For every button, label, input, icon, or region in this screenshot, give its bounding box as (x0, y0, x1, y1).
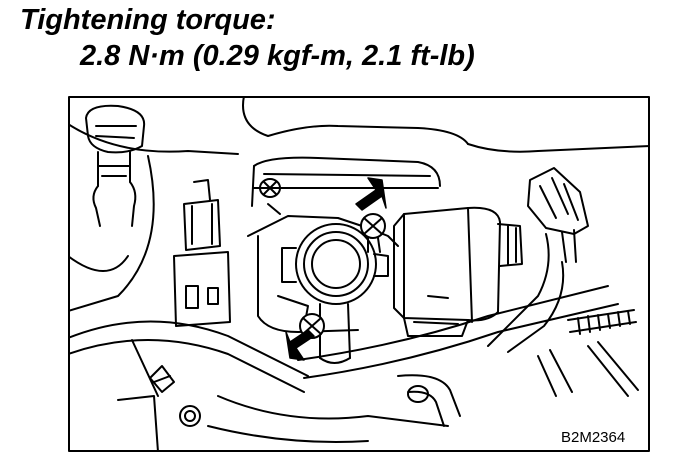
engine-diagram (68, 96, 650, 452)
arrow-lower-screw (285, 329, 315, 361)
hose-lower (68, 285, 619, 427)
intake-duct (251, 156, 441, 215)
arrow-upper-screw (355, 177, 387, 211)
bolt-lower-left (117, 395, 201, 452)
throttle-body (247, 215, 399, 364)
left-sensor (173, 179, 231, 327)
engine-contour (68, 123, 239, 155)
figure-code: B2M2364 (561, 429, 626, 446)
hose-clip (131, 339, 175, 397)
corrugated-hose (537, 309, 639, 397)
injector-part (85, 104, 146, 227)
torque-heading-label: Tightening torque: (20, 4, 276, 36)
screw-upper (360, 213, 386, 253)
right-connector (487, 167, 589, 353)
torque-heading-value: 2.8 N·m (0.29 kgf-m, 2.1 ft-lb) (80, 40, 475, 72)
